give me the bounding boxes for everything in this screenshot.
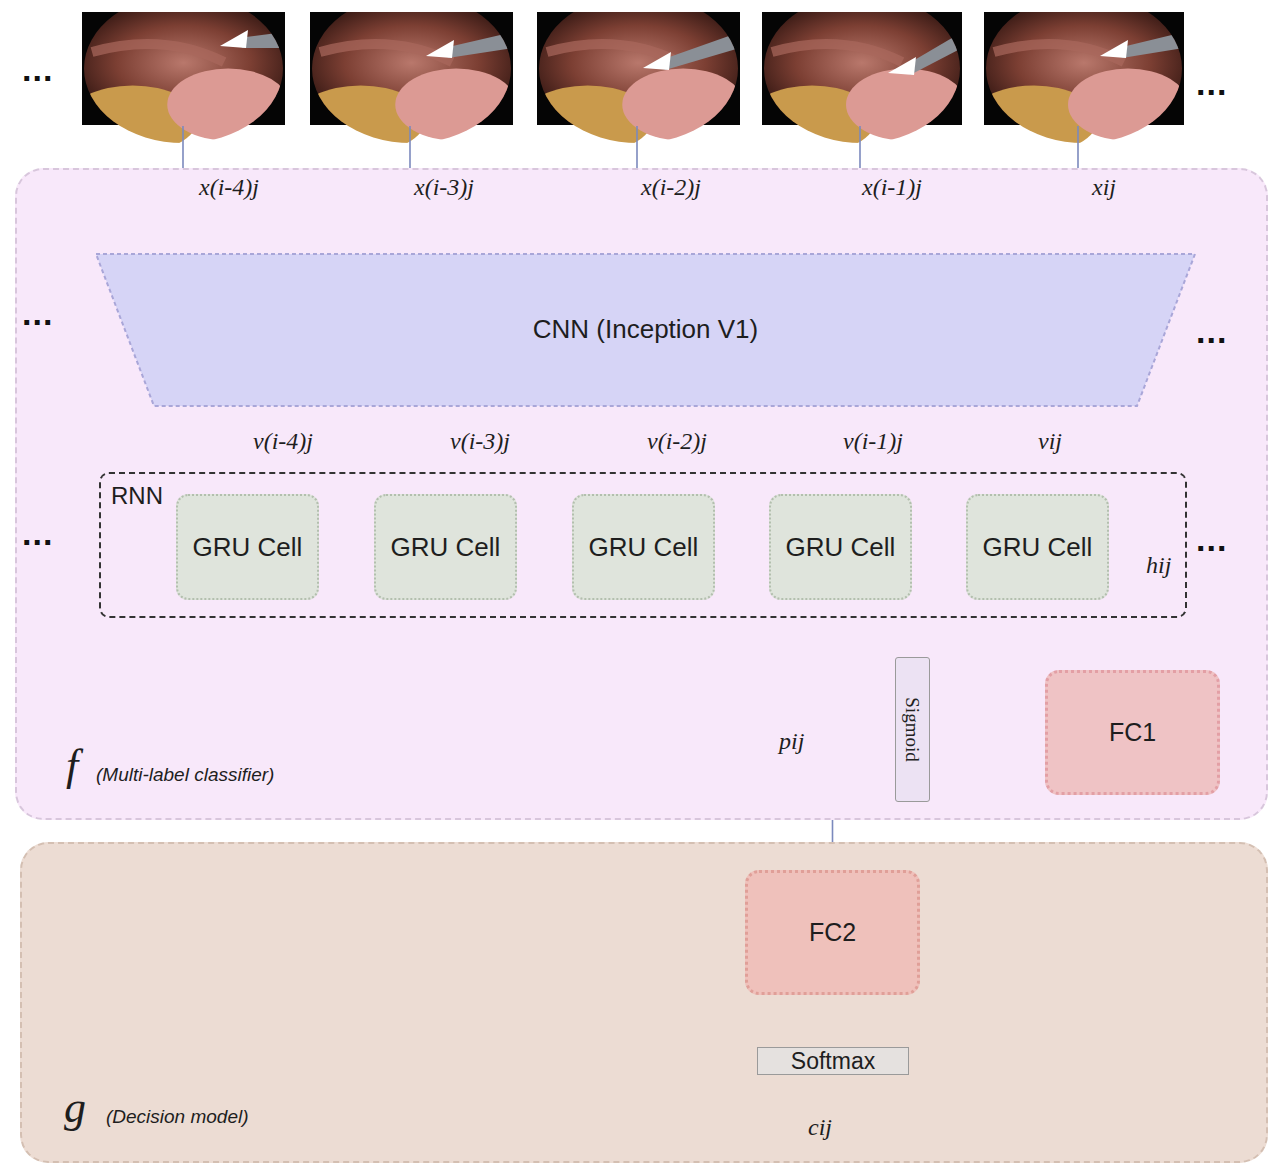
node-label: FC1 (1109, 718, 1156, 747)
activation-box: Softmax (757, 1047, 909, 1075)
organ (846, 69, 966, 141)
continuation-mark: ... (1196, 66, 1227, 100)
video-frame (68, 12, 289, 153)
node-label: CNN (Inception V1) (533, 314, 758, 345)
instrument (1118, 32, 1184, 58)
continuation-mark: ... (22, 52, 53, 86)
instrument-tip (643, 52, 671, 70)
group-title: RNN (111, 482, 163, 510)
tissue-fold (772, 44, 902, 62)
instrument-tip (1100, 40, 1128, 58)
node-label: GRU Cell (391, 532, 501, 563)
node-label: Softmax (791, 1050, 875, 1073)
trapezoid-shape (96, 254, 1195, 406)
classifier-region: CNN (Inception V1)GRU CellGRU CellGRU Ce… (15, 168, 1268, 820)
node-label: GRU Cell (786, 532, 896, 563)
instrument-tip (888, 57, 916, 75)
tissue-fold (92, 44, 224, 62)
video-frame (748, 12, 966, 153)
region-caption: (Multi-label classifier) (96, 764, 274, 786)
cnn-trapezoid: CNN (Inception V1) (94, 252, 1197, 407)
gru-cell: GRU Cell (572, 494, 715, 600)
gru-cell: GRU Cell (176, 494, 319, 600)
fc-layer: FC1 (1045, 670, 1220, 795)
instrument-tip (426, 40, 454, 58)
instrument-tip (220, 30, 248, 48)
organ (622, 69, 744, 141)
rnn-group: GRU Cell GRU Cell GRU Cell GRU Cell GRU Cell… (99, 472, 1187, 618)
video-frame (296, 12, 517, 153)
tissue-fold (994, 44, 1124, 62)
video-frame (523, 12, 744, 153)
organ (395, 69, 517, 141)
gru-cell: GRU Cell (769, 494, 912, 600)
node-label: GRU Cell (983, 532, 1093, 563)
activation-box: Sigmoid (895, 657, 930, 802)
instrument (661, 32, 740, 70)
gru-cell: GRU Cell (374, 494, 517, 600)
region-caption: (Decision model) (106, 1106, 249, 1128)
decision-region: FC2Softmax g (Decision model) (20, 842, 1268, 1163)
node-label: GRU Cell (193, 532, 303, 563)
node-label: FC2 (809, 918, 856, 947)
organ (167, 69, 289, 141)
gru-cell: GRU Cell (966, 494, 1109, 600)
region-symbol: f (66, 744, 78, 788)
video-frame (970, 12, 1188, 153)
organ (1068, 69, 1188, 141)
instrument (444, 32, 513, 58)
node-label: Sigmoid (903, 697, 922, 761)
region-symbol: g (64, 1086, 86, 1130)
node-label: GRU Cell (589, 532, 699, 563)
fc-layer: FC2 (745, 870, 920, 995)
